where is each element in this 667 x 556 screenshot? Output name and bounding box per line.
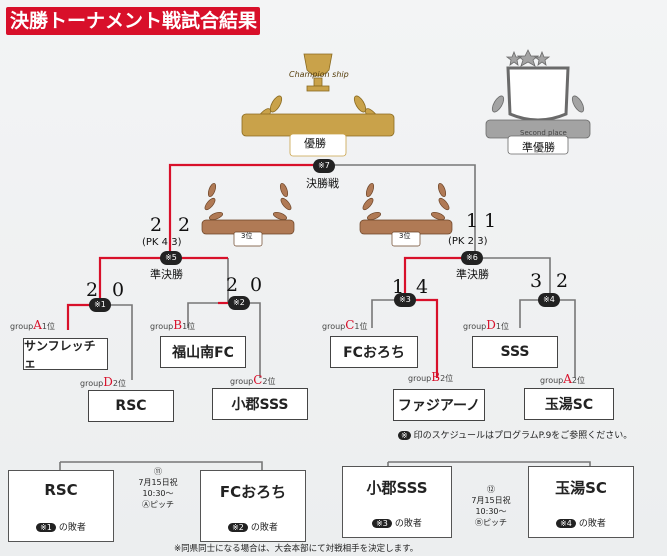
team-box-c1[interactable]: FCおろち bbox=[330, 336, 418, 368]
team-a2-group: groupA2位 bbox=[540, 372, 585, 386]
semi2-match-mark: ※6 bbox=[461, 251, 483, 265]
qf4-match-mark: ※4 bbox=[538, 293, 560, 307]
team-box-a2[interactable]: 玉湯SC bbox=[524, 388, 614, 420]
team-box-d2[interactable]: RSC bbox=[88, 390, 174, 422]
team-b1-group: groupB1位 bbox=[150, 318, 196, 332]
runnerup-ribbon-text: Second place bbox=[520, 129, 567, 137]
team-box-b2[interactable]: ファジアーノ bbox=[393, 389, 485, 421]
team-box-a1[interactable]: サンフレッチェ bbox=[23, 338, 108, 370]
champion-label: 優勝 bbox=[304, 137, 326, 150]
semi1-score-right: 2 bbox=[178, 214, 191, 236]
footer-note: ※同県同士になる場合は、大会本部にて対戦相手を決定します。 bbox=[174, 544, 419, 554]
team-c1-group: groupC1位 bbox=[322, 318, 368, 332]
champion-ribbon-text: Champion ship bbox=[289, 70, 349, 79]
qf3-match-mark: ※3 bbox=[394, 293, 416, 307]
qf1-score-right: 0 bbox=[112, 279, 125, 301]
semi1-pk: (PK 4 3) bbox=[142, 237, 182, 248]
champion-trophy-icon bbox=[241, 53, 395, 157]
semi1-label: 準決勝 bbox=[150, 268, 183, 281]
qf4-score-left: 3 bbox=[530, 270, 543, 292]
team-a1-group: groupA1位 bbox=[10, 318, 55, 332]
consolation-schedule-1: ⑪ 7月15日祝 10:30〜 Ⓐピッチ bbox=[138, 467, 178, 509]
consolation-schedule-2: ⑫ 7月15日祝 10:30〜 Ⓑピッチ bbox=[471, 485, 511, 527]
team-c2-group: groupC2位 bbox=[230, 373, 276, 387]
semi1-match-mark: ※5 bbox=[160, 251, 182, 265]
qf4-score-right: 2 bbox=[556, 270, 569, 292]
semi2-label: 準決勝 bbox=[456, 268, 489, 281]
third-place-trophy-icon-left bbox=[201, 182, 295, 247]
semi2-score-right: 1 bbox=[484, 210, 497, 232]
qf3-score-right: 4 bbox=[416, 276, 429, 298]
semi2-pk: (PK 2 3) bbox=[448, 236, 488, 247]
team-b2-group: groupB2位 bbox=[408, 370, 454, 384]
qf2-match-mark: ※2 bbox=[228, 296, 250, 310]
qf2-score-right: 0 bbox=[250, 274, 263, 296]
qf3-score-left: 1 bbox=[392, 276, 405, 298]
team-d2-group: groupD2位 bbox=[80, 375, 126, 389]
third-label-left: 3位 bbox=[241, 232, 253, 240]
qf1-score-left: 2 bbox=[86, 279, 99, 301]
team-box-c2[interactable]: 小郡SSS bbox=[212, 388, 308, 420]
team-box-b1[interactable]: 福山南FC bbox=[160, 336, 246, 368]
runnerup-trophy-icon bbox=[485, 49, 591, 155]
semi2-score-left: 1 bbox=[466, 210, 479, 232]
team-box-d1[interactable]: SSS bbox=[472, 336, 558, 368]
qf2-score-left: 2 bbox=[226, 274, 239, 296]
third-label-right: 3位 bbox=[399, 232, 411, 240]
third-place-trophy-icon-right bbox=[359, 182, 453, 247]
final-match-mark: ※7 bbox=[313, 159, 335, 173]
schedule-note: ※ 印のスケジュールはプログラムP.9をご参照ください。 bbox=[398, 428, 632, 441]
final-label: 決勝戦 bbox=[306, 177, 339, 190]
runnerup-label: 準優勝 bbox=[522, 141, 555, 154]
page-title: 決勝トーナメント戦試合結果 bbox=[6, 7, 260, 35]
team-d1-group: groupD1位 bbox=[463, 318, 509, 332]
semi1-score-left: 2 bbox=[150, 214, 163, 236]
qf1-match-mark: ※1 bbox=[89, 298, 111, 312]
